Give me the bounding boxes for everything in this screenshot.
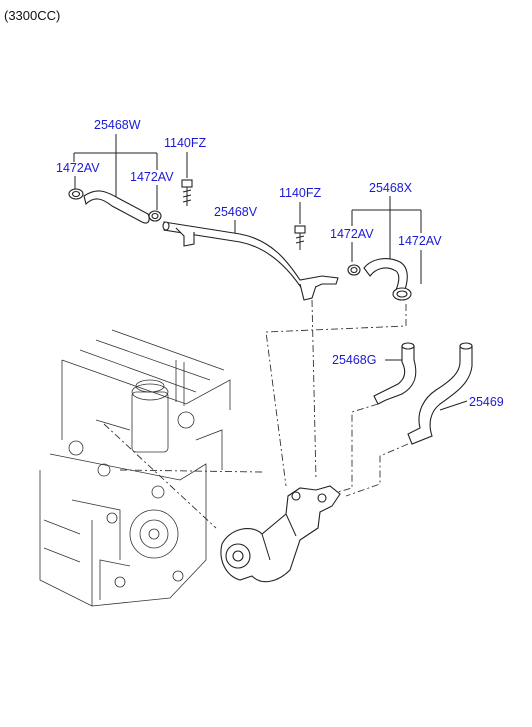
bolt-1140FZ-right (294, 225, 306, 250)
label-25468W[interactable]: 25468W (94, 118, 141, 132)
label-25469[interactable]: 25469 (469, 395, 504, 409)
clamp-1472AV-left (68, 188, 84, 200)
clamp-1472AV-right-a (347, 264, 361, 276)
label-25468V[interactable]: 25468V (214, 205, 258, 219)
engine-variant-label: (3300CC) (4, 8, 61, 23)
hose-25468X (363, 258, 408, 293)
hose-25468W (83, 190, 150, 224)
label-1140FZ-top[interactable]: 1140FZ (164, 136, 207, 150)
hose-25468G (373, 342, 417, 405)
pipe-25468V (162, 221, 339, 301)
label-1472AV-right-b[interactable]: 1472AV (398, 234, 442, 248)
bolt-1140FZ-top (181, 179, 193, 206)
label-1472AV-left[interactable]: 1472AV (56, 161, 100, 175)
assembly-dash-lines (103, 299, 409, 529)
clamp-1472AV-right-b (392, 287, 412, 301)
hose-25469 (407, 342, 473, 445)
leader-lines (73, 134, 468, 411)
label-25468G[interactable]: 25468G (332, 353, 376, 367)
label-1472AV-mid[interactable]: 1472AV (130, 170, 174, 184)
label-1472AV-right-a[interactable]: 1472AV (330, 227, 374, 241)
label-1140FZ-right[interactable]: 1140FZ (279, 186, 322, 200)
clamp-1472AV-mid (148, 210, 162, 222)
water-outlet-fitting (220, 485, 341, 583)
label-25468X[interactable]: 25468X (369, 181, 413, 195)
engine-block (39, 329, 231, 607)
